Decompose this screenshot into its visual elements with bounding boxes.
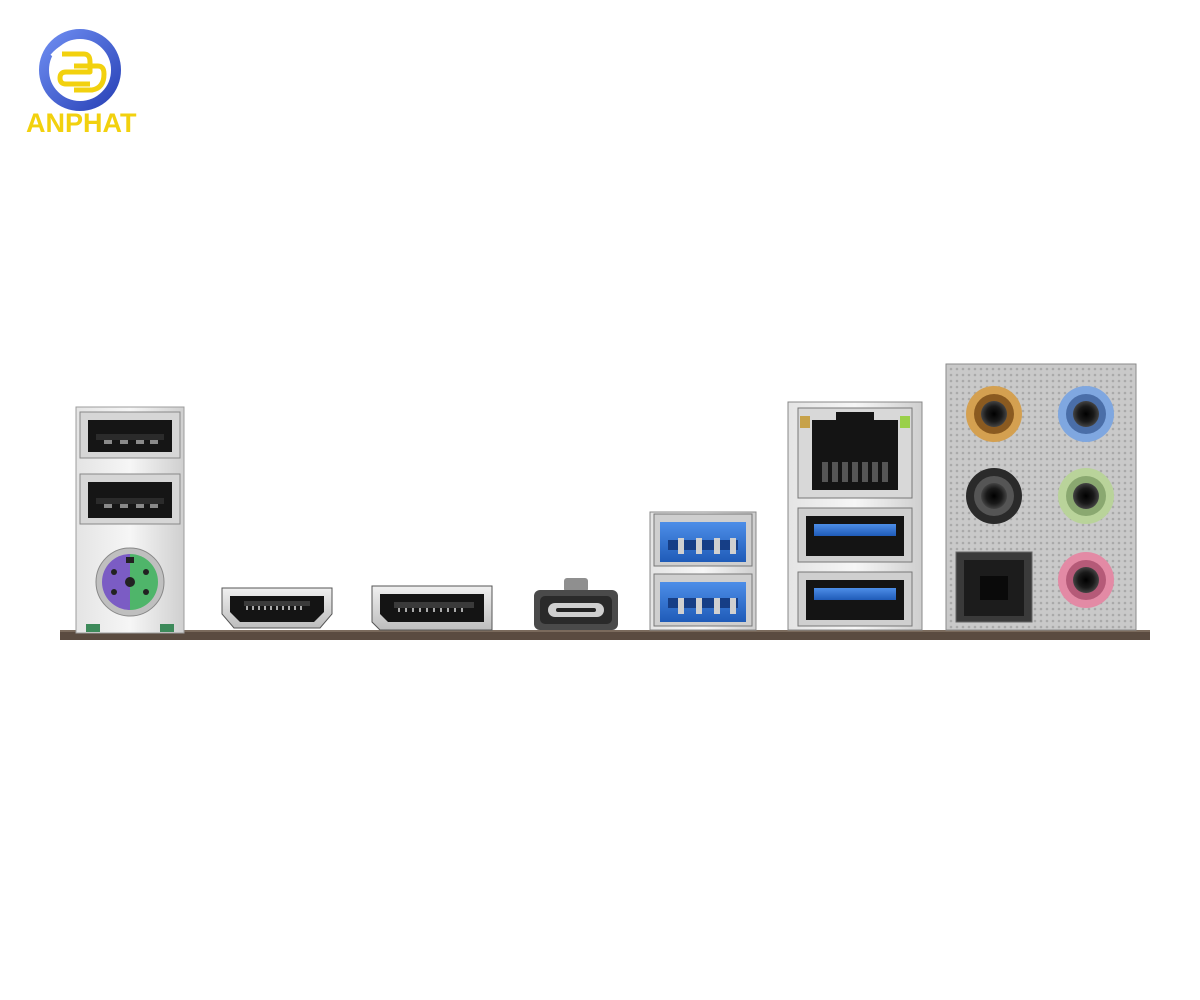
usb3-port-icon: [653, 573, 753, 627]
usb2-ps2-module: [75, 406, 185, 634]
audio-jack-blue-icon: [1058, 386, 1114, 442]
spdif-optical-port-icon: [955, 551, 1033, 623]
audio-jack-black-icon: [966, 468, 1022, 524]
anphat-logo-mark-icon: [39, 29, 121, 111]
ps2-port-icon: [95, 547, 165, 617]
usb-c-port-icon: [534, 578, 618, 630]
usb3-stack-icon: [649, 511, 757, 631]
audio-jack-orange-icon: [966, 386, 1022, 442]
usb3-port-icon: [797, 571, 913, 627]
usb2-port-icon: [79, 411, 181, 459]
audio-jack-cluster-icon: [945, 363, 1137, 631]
usb3-port-icon: [797, 507, 913, 563]
lan-usb3-module: [787, 401, 923, 631]
usb2-port-icon: [79, 473, 181, 525]
audio-jack-pink-icon: [1058, 552, 1114, 608]
rj45-lan-port-icon: [797, 407, 913, 499]
pcb-edge: [60, 630, 1150, 640]
audio-jack-green-icon: [1058, 468, 1114, 524]
anphat-logo: [22, 26, 142, 141]
displayport-icon: [371, 585, 493, 631]
logo-text: ANPHAT: [26, 108, 137, 138]
usb3-port-icon: [653, 513, 753, 567]
hdmi-port-icon: [221, 587, 333, 629]
